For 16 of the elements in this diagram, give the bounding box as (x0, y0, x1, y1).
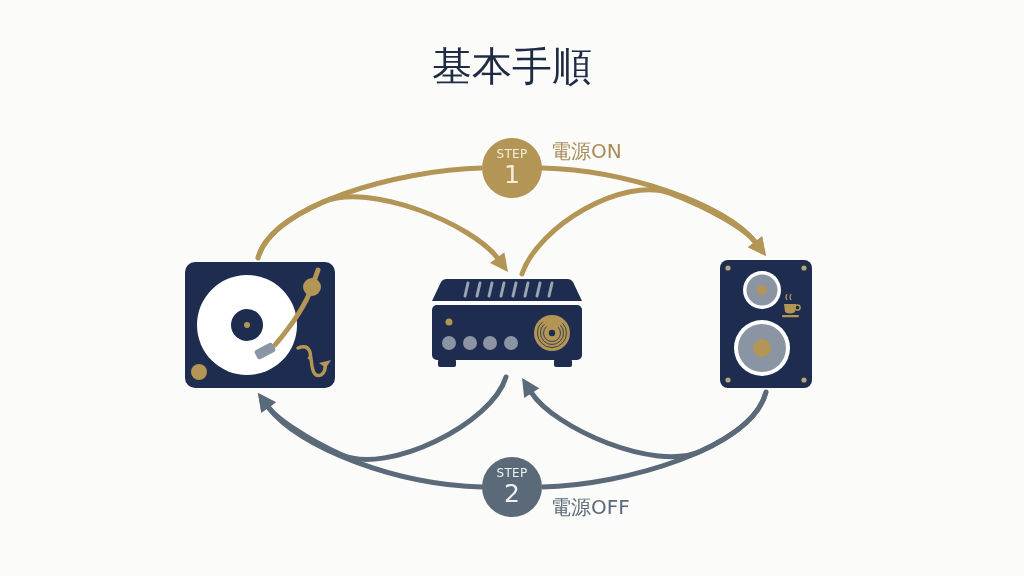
step-label: STEP (496, 467, 528, 480)
step-number: 2 (504, 481, 520, 507)
turntable-illustration (185, 262, 335, 388)
step-caption: 電源OFF (551, 495, 630, 519)
step-badge (482, 457, 542, 517)
step-number: 1 (504, 162, 520, 188)
title: 基本手順 (432, 42, 592, 90)
step-badge (482, 138, 542, 198)
curved-arrow (520, 379, 769, 460)
step-label: STEP (496, 148, 528, 161)
curved-arrow (519, 187, 767, 277)
curved-arrow (257, 374, 509, 462)
speaker-illustration (720, 260, 812, 388)
curved-line (255, 165, 483, 259)
step-caption: 電源ON (551, 139, 622, 163)
curved-arrow (255, 194, 510, 271)
